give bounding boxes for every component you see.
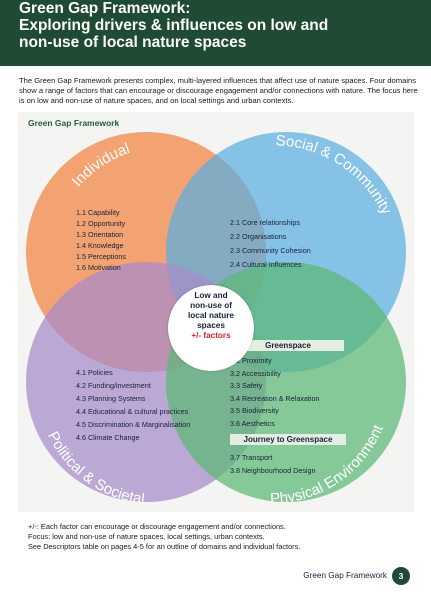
individual-factor: 1.6 Motivation: [76, 263, 121, 272]
journey-factor-list: 3.7 Transport 3.8 Neighbourhood Design: [230, 451, 316, 477]
political-factor: 4.5 Discrimination & Marginalisation: [76, 420, 191, 429]
individual-factor-list: 1.1 Capability 1.2 Opportunity 1.3 Orien…: [76, 207, 126, 273]
political-factor: 4.2 Funding/investment: [76, 381, 151, 390]
center-line-2: non-use of: [190, 301, 232, 310]
center-line-3: local nature: [188, 311, 234, 320]
individual-factor: 1.2 Opportunity: [76, 219, 126, 228]
greenspace-factor: 3.5 Biodiversity: [230, 406, 279, 415]
greenspace-factor: 3.6 Aesthetics: [230, 418, 275, 428]
page-title: Green Gap Framework: Exploring drivers &…: [19, 0, 424, 51]
political-factor: 4.3 Planning Systems: [76, 394, 146, 403]
center-circle: [168, 285, 254, 371]
greenspace-factor: 3.4 Recreation & Relaxation: [230, 393, 320, 403]
center-line-1: Low and: [194, 291, 228, 300]
individual-factor: 1.1 Capability: [76, 208, 120, 217]
political-factor: 4.1 Policies: [76, 368, 113, 377]
page-number-badge: 3: [392, 567, 410, 585]
title-line-1: Green Gap Framework:: [19, 0, 191, 17]
greenspace-factor: 3.1 Proximity: [230, 356, 272, 365]
political-factor: 4.4 Educational & cultural practices: [76, 407, 189, 416]
journey-heading: Journey to Greenspace: [230, 434, 346, 445]
footnote-3: See Descriptors table on pages 4-5 for a…: [28, 542, 301, 551]
footer-label: Green Gap Framework: [303, 571, 387, 580]
center-line-4: spaces: [197, 321, 225, 330]
social-factor: 2.3 Community Cohesion: [230, 246, 311, 255]
journey-factor: 3.8 Neighbourhood Design: [230, 466, 316, 475]
political-factor: 4.6 Climate Change: [76, 433, 140, 442]
greenspace-factor: 3.2 Accessibility: [230, 368, 281, 378]
center-accent: +/- factors: [191, 331, 231, 340]
page-header: Green Gap Framework: Exploring drivers &…: [0, 0, 431, 66]
social-factor: 2.2 Organisations: [230, 232, 287, 241]
center-label: Low and non-use of local nature spaces +…: [172, 291, 250, 341]
social-factor: 2.1 Core relationships: [230, 218, 300, 227]
footnotes: +/-: Each factor can encourage or discou…: [28, 522, 418, 552]
social-factor-list: 2.1 Core relationships 2.2 Organisations…: [230, 216, 311, 272]
footnote-2: Focus: low and non-use of nature spaces,…: [28, 532, 265, 541]
title-line-2: Exploring drivers & influences on low an…: [19, 17, 329, 34]
footnote-1: +/-: Each factor can encourage or discou…: [28, 522, 286, 531]
diagram-title: Green Gap Framework: [28, 118, 120, 128]
individual-factor: 1.5 Perceptions: [76, 252, 126, 261]
journey-factor: 3.7 Transport: [230, 453, 273, 462]
individual-factor: 1.3 Orientation: [76, 230, 124, 239]
social-factor: 2.4 Cultural Influences: [230, 260, 302, 269]
individual-factor: 1.4 Knowledge: [76, 241, 124, 250]
greenspace-factor-list: 3.1 Proximity 3.2 Accessibility 3.3 Safe…: [230, 355, 320, 430]
greenspace-heading: Greenspace: [232, 340, 344, 351]
political-factor-list: 4.1 Policies 4.2 Funding/investment 4.3 …: [76, 366, 190, 444]
intro-paragraph: The Green Gap Framework presents complex…: [19, 76, 418, 105]
greenspace-factor: 3.3 Safety: [230, 381, 263, 390]
title-line-3: non-use of local nature spaces: [19, 34, 247, 51]
